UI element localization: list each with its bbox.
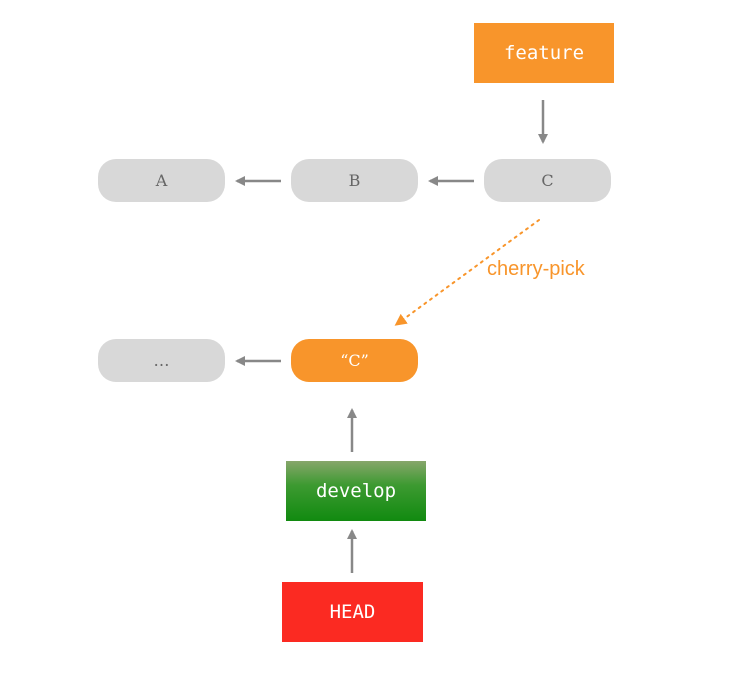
commit-ellipsis: …: [98, 339, 225, 382]
feature-branch-label: feature: [474, 23, 614, 83]
commit-c-cherry-picked: “C”: [291, 339, 418, 382]
commit-a: A: [98, 159, 225, 202]
develop-branch-label: develop: [286, 461, 426, 521]
cherry-pick-label: cherry-pick: [487, 258, 585, 280]
commit-b: B: [291, 159, 418, 202]
head-pointer-label: HEAD: [282, 582, 423, 642]
arrow-cherry-pick: [394, 219, 540, 326]
commit-c: C: [484, 159, 611, 202]
